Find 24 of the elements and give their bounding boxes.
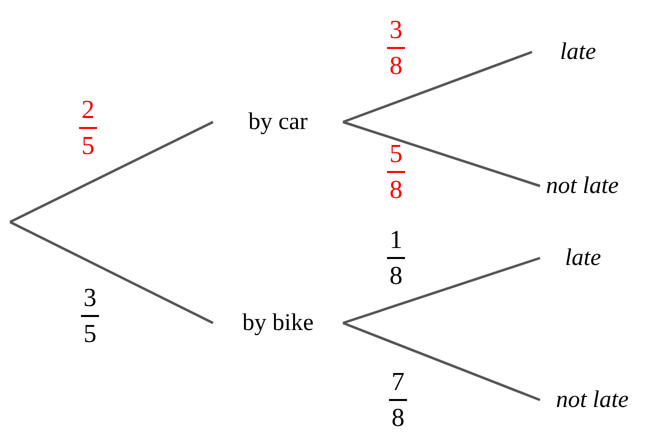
branch-line <box>342 120 540 188</box>
fraction-denominator: 5 <box>80 131 96 161</box>
branch-line <box>342 322 540 402</box>
branch-line <box>9 120 214 224</box>
outcome-text: not late <box>546 172 619 201</box>
outcome-text: by bike <box>242 309 314 338</box>
branch-line <box>342 50 532 124</box>
outcome-text: late <box>560 38 596 67</box>
fraction-denominator: 8 <box>390 403 406 433</box>
fraction-denominator: 8 <box>388 51 404 81</box>
outcome-text: late <box>565 244 601 273</box>
outcome-text: by car <box>248 108 308 137</box>
fraction-denominator: 8 <box>388 261 404 291</box>
fraction-denominator: 5 <box>82 319 98 349</box>
fraction-numerator: 7 <box>390 367 406 397</box>
fraction-numerator: 3 <box>82 283 98 313</box>
branch-line <box>9 220 214 324</box>
outcome-text: not late <box>556 386 629 415</box>
fraction-denominator: 8 <box>388 175 404 205</box>
fraction-numerator: 2 <box>80 95 96 125</box>
fraction-numerator: 3 <box>388 15 404 45</box>
fraction-numerator: 5 <box>388 139 404 169</box>
branch-line <box>342 256 540 324</box>
fraction-numerator: 1 <box>388 225 404 255</box>
